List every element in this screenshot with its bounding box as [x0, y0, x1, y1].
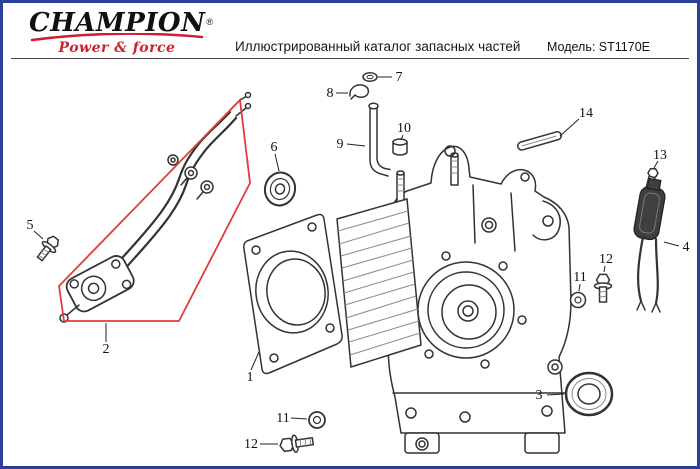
part-2-ignition-coil-assembly: [59, 91, 252, 323]
parts-diagram: 1 2 3 4 5 6 7 8 9 10 11 12 13 14 11 12: [27, 70, 690, 454]
part-4-charging-coil: [633, 177, 666, 313]
header-divider: [11, 58, 689, 59]
part-labels: 1 2 3 4 5 6 7 8 9 10 11 12 13 14 11 12: [27, 70, 690, 452]
leader-lines: [33, 76, 680, 445]
model-label: Модель: ST1170E: [546, 40, 650, 54]
part-label-5: 5: [27, 218, 34, 233]
part-11-washer: [569, 291, 587, 309]
catalog-title: Иллюстрированный каталог запасных частей: [235, 39, 521, 54]
part-6-bearing: [263, 171, 297, 207]
brand-tagline: Power & force: [58, 40, 176, 56]
part-10-nut: [392, 138, 408, 156]
part-14-pin: [516, 131, 563, 151]
stud-bolt: [450, 152, 459, 186]
highlight-outline: [58, 98, 251, 322]
part-label-11b: 11: [276, 411, 289, 426]
logo-swoosh-icon: [30, 33, 204, 42]
part-11-washer: [308, 411, 326, 429]
stud-bolt: [396, 170, 405, 204]
part-label-14: 14: [579, 106, 593, 121]
part-12-flange-bolt: [279, 434, 315, 453]
part-label-11: 11: [573, 270, 586, 285]
part-label-13: 13: [653, 148, 667, 163]
cylinder-fins: [336, 198, 422, 368]
part-label-10: 10: [397, 121, 411, 136]
part-label-6: 6: [271, 140, 278, 155]
part-label-3: 3: [536, 388, 543, 403]
part-8-clip: [349, 84, 370, 100]
part-3-oil-seal: [564, 371, 614, 417]
brand-logo: CHAMPION® Power & force: [29, 8, 214, 56]
part-9-breather-tube: [368, 102, 391, 177]
part-label-12b: 12: [244, 437, 258, 452]
part-label-2: 2: [103, 342, 110, 357]
part-label-4: 4: [683, 240, 690, 255]
part-12-flange-bolt: [593, 273, 613, 303]
registered-trademark-icon: ®: [206, 16, 213, 27]
part-1-side-plate: [243, 213, 343, 375]
part-label-1: 1: [247, 370, 254, 385]
crankcase-assembly: [243, 145, 572, 454]
part-7-washer: [362, 72, 378, 82]
part-label-9: 9: [337, 137, 344, 152]
part-label-12: 12: [599, 252, 613, 267]
part-5-bolt: [36, 235, 60, 262]
part-label-8: 8: [327, 86, 334, 101]
part-label-7: 7: [396, 70, 403, 85]
